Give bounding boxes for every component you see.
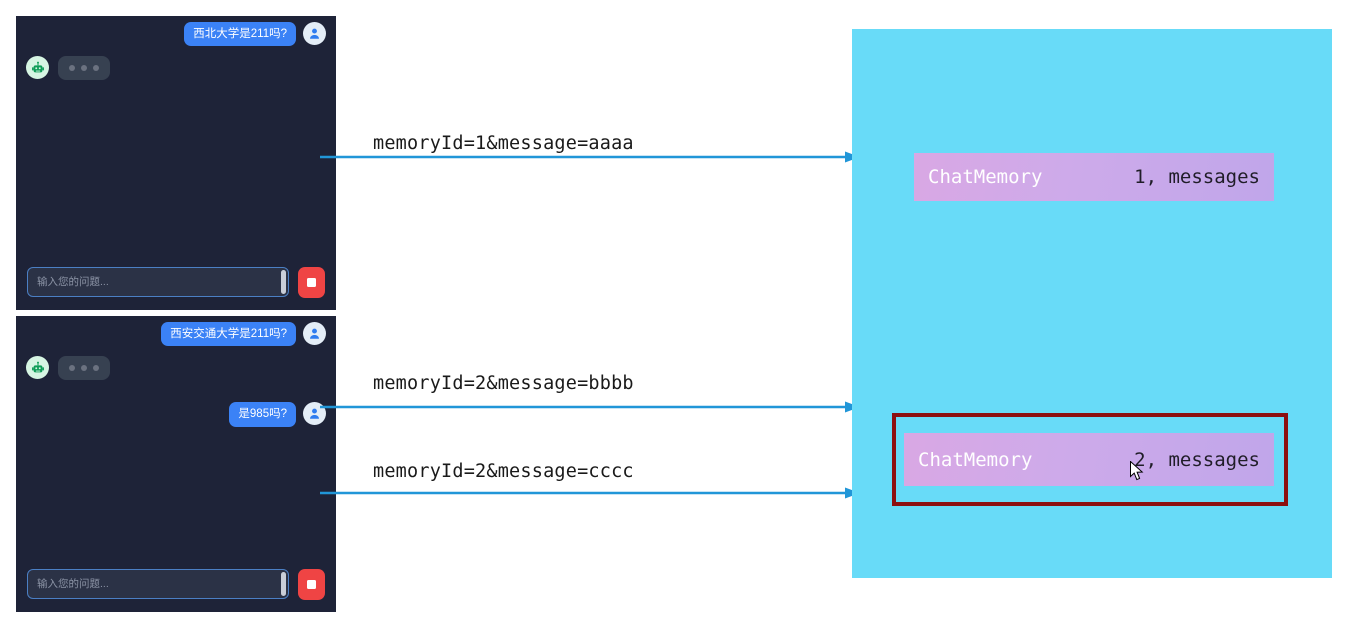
typing-dot	[81, 65, 87, 72]
chat-input-2[interactable]	[27, 569, 289, 599]
chat-messages-1: 西北大学是211吗?	[16, 16, 336, 254]
person-icon	[310, 409, 319, 420]
arrow-request-3	[320, 487, 860, 499]
chat-window-1: 西北大学是211吗?	[16, 16, 336, 310]
typing-dot	[93, 365, 99, 372]
bot-avatar	[26, 56, 49, 80]
arrow-label-3: memoryId=2&message=cccc	[373, 461, 634, 482]
chat-input-bar-1	[16, 254, 336, 310]
chat-message-user: 西北大学是211吗?	[26, 22, 326, 47]
user-avatar	[303, 322, 326, 345]
typing-dot	[69, 65, 75, 72]
chat-input-bar-2	[16, 556, 336, 612]
typing-dot	[81, 365, 87, 372]
chat-message-user: 西安交通大学是211吗?	[26, 322, 326, 347]
typing-indicator	[58, 356, 110, 381]
memory-count: 1, messages	[1134, 166, 1260, 188]
memory-title: ChatMemory	[918, 448, 1033, 471]
message-bubble: 西安交通大学是211吗?	[161, 322, 296, 347]
chat-messages-2: 西安交通大学是211吗?	[16, 316, 336, 556]
stop-square-icon	[307, 579, 316, 589]
arrow-request-2	[320, 401, 860, 413]
stop-button-2[interactable]	[298, 568, 325, 600]
chat-message-bot	[26, 56, 326, 81]
arrow-label-1: memoryId=1&message=aaaa	[373, 133, 634, 154]
stop-square-icon	[307, 277, 316, 287]
chat-memory-box-2[interactable]: ChatMemory 2, messages	[904, 433, 1274, 486]
arrow-label-2: memoryId=2&message=bbbb	[373, 373, 634, 394]
robot-icon	[31, 361, 44, 373]
chat-message-bot	[26, 356, 326, 381]
message-bubble: 西北大学是211吗?	[184, 22, 296, 47]
chat-memory-box-1[interactable]: ChatMemory 1, messages	[914, 153, 1274, 201]
input-scrollbar[interactable]	[281, 572, 286, 596]
stop-button-1[interactable]	[298, 266, 325, 298]
chat-input-wrapper	[27, 267, 289, 297]
typing-dot	[69, 365, 75, 372]
typing-indicator	[58, 56, 110, 81]
robot-icon	[31, 61, 44, 73]
person-icon	[310, 28, 319, 39]
user-avatar	[303, 22, 326, 45]
bot-avatar	[26, 356, 49, 380]
person-icon	[310, 328, 319, 339]
chat-input-wrapper	[27, 569, 289, 599]
chat-input-1[interactable]	[27, 267, 289, 297]
message-bubble: 是985吗?	[229, 402, 296, 427]
chat-message-user: 是985吗?	[26, 402, 326, 427]
memory-count: 2, messages	[1134, 448, 1260, 471]
input-scrollbar[interactable]	[281, 270, 286, 294]
chat-window-2: 西安交通大学是211吗?	[16, 316, 336, 612]
chat-memory-panel: ChatMemory 1, messages ChatMemory 2, mes…	[852, 29, 1332, 578]
typing-dot	[93, 65, 99, 72]
memory-title: ChatMemory	[928, 166, 1043, 188]
